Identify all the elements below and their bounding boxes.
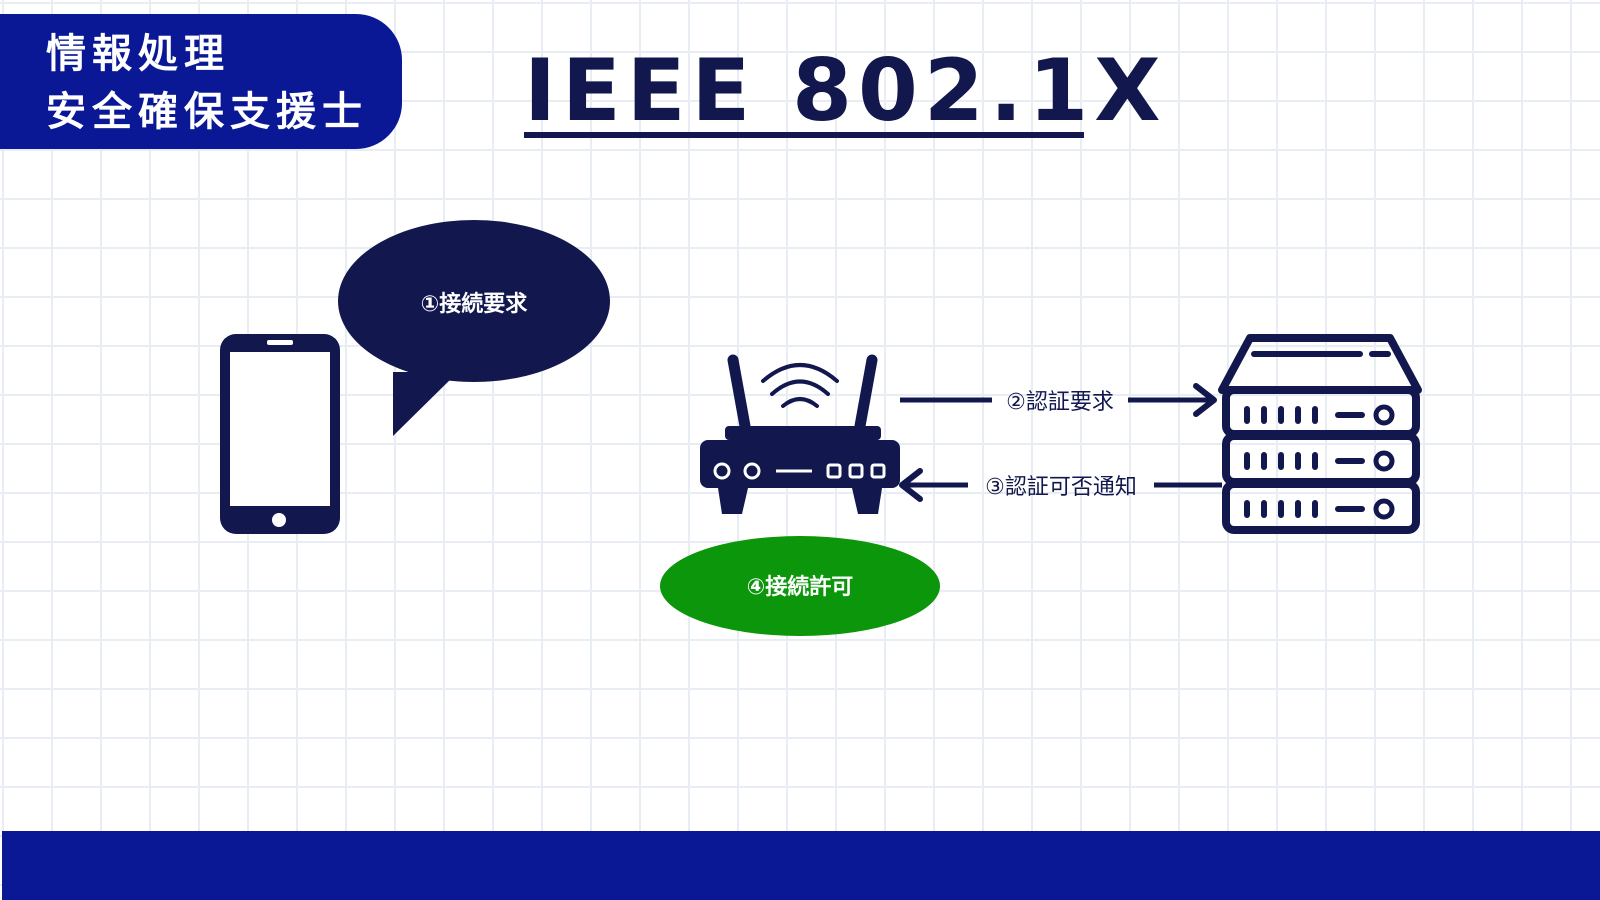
header-badge: 情報処理 安全確保支援士: [0, 14, 402, 149]
server-rack-icon: [1218, 334, 1422, 534]
footer-band: [2, 831, 1600, 900]
step3-label: ③認証可否通知: [985, 475, 1137, 500]
arrow-auth-request: ②認証要求: [900, 383, 1217, 417]
arrow-auth-result-notice: ③認証可否通知: [899, 468, 1222, 502]
badge-line-2: 安全確保支援士: [46, 89, 368, 135]
badge-line-1: 情報処理: [46, 31, 230, 77]
wifi-router-icon: [700, 354, 900, 514]
speech-bubble-connection-request: ①接続要求: [338, 220, 610, 436]
step2-label: ②認証要求: [1006, 390, 1114, 415]
connection-permit-ellipse: ④接続許可: [660, 536, 940, 636]
title-underline: [524, 132, 1084, 138]
step4-label: ④接続許可: [747, 574, 854, 600]
smartphone-icon: [220, 334, 340, 534]
page-title: IEEE 802.1X: [524, 41, 1167, 141]
step1-label: ①接続要求: [421, 291, 528, 317]
